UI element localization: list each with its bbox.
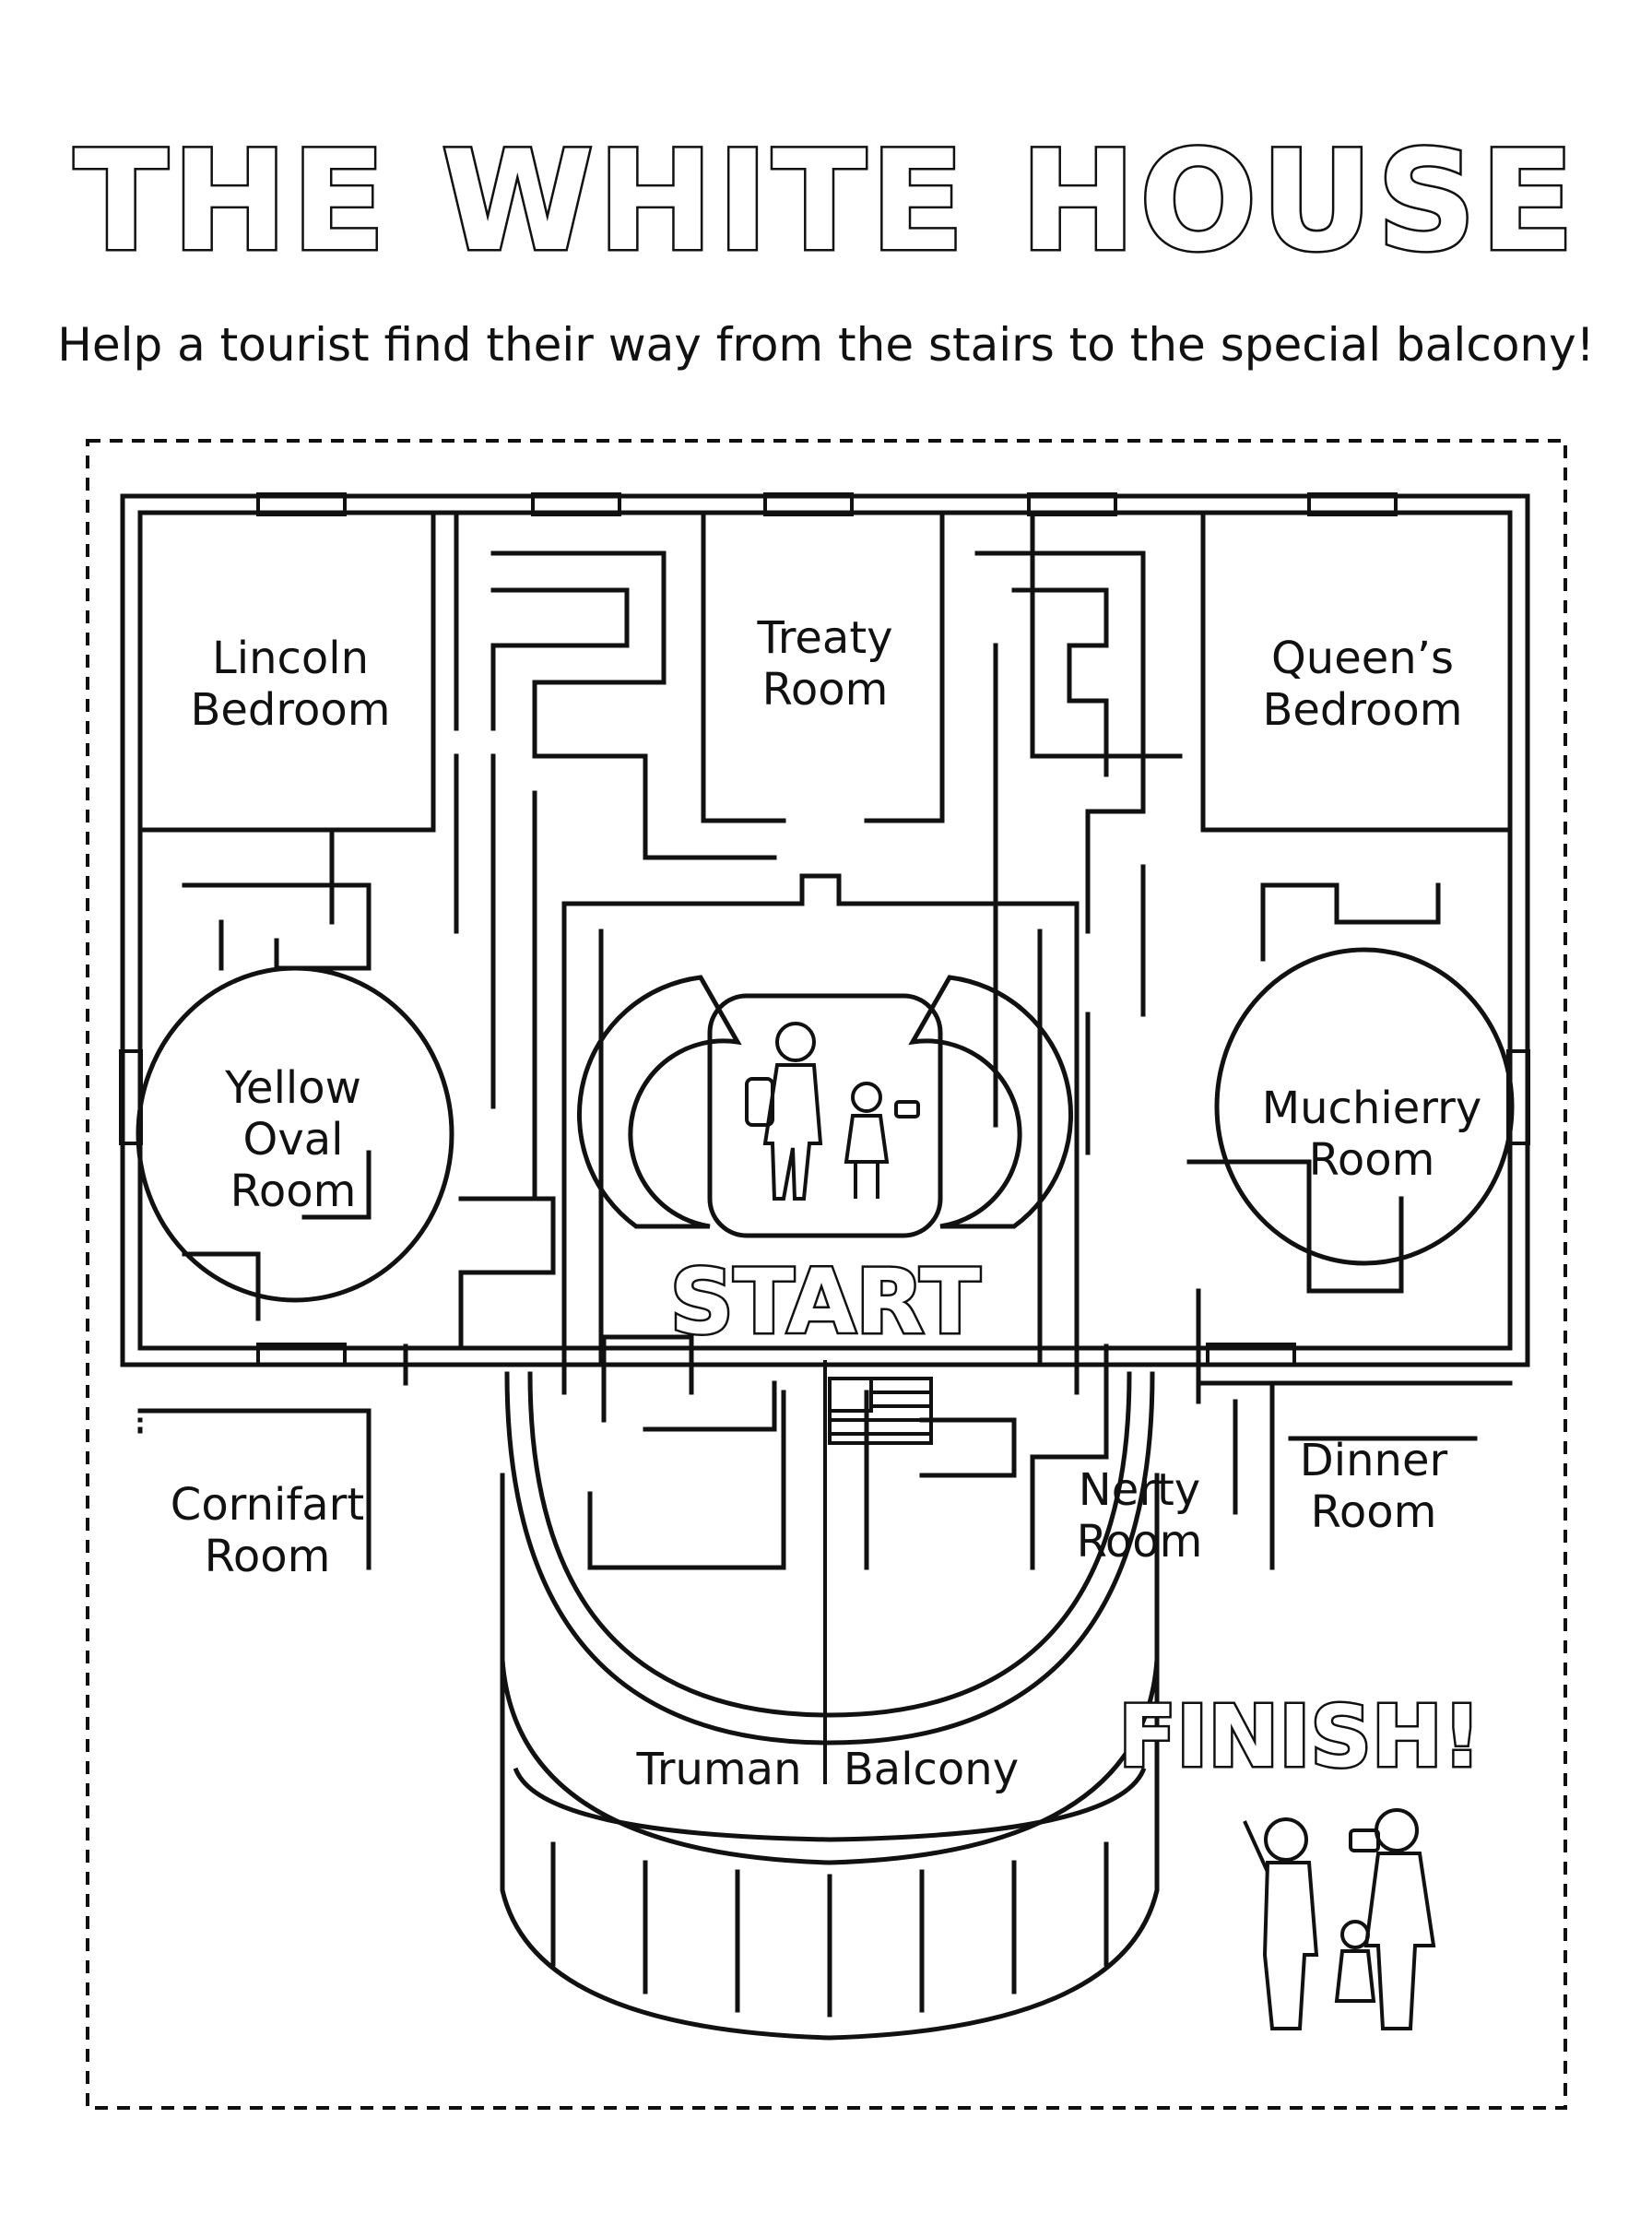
room-label-treaty-1: Treaty xyxy=(756,612,892,664)
room-label-yellow-1: Yellow xyxy=(224,1062,361,1114)
page-title: THE WHITE HOUSE xyxy=(72,120,1578,285)
room-label-truman: Truman xyxy=(635,1744,801,1795)
lower-room-walls xyxy=(137,1380,1513,1570)
room-label-lincoln-1: Lincoln xyxy=(212,633,369,684)
room-labels: Lincoln Bedroom Treaty Room Queen’s Bedr… xyxy=(171,612,1481,1795)
stair-hall xyxy=(561,873,1080,1395)
room-label-cornifart-1: Cornifart xyxy=(171,1479,364,1531)
oval-room-walls xyxy=(136,947,1515,1303)
room-label-queens-1: Queen’s xyxy=(1271,633,1454,684)
tourist-icon xyxy=(745,1022,920,1201)
room-label-nerty-1: Nerty xyxy=(1079,1464,1200,1516)
page-title-text: THE WHITE HOUSE xyxy=(74,122,1578,282)
room-label-dinner-2: Room xyxy=(1311,1486,1437,1538)
family-icon xyxy=(1243,1808,1436,2030)
room-label-balcony: Balcony xyxy=(844,1744,1019,1795)
flag-icon xyxy=(823,1360,933,1784)
room-label-lincoln-2: Bedroom xyxy=(190,684,390,736)
room-label-queens-2: Bedroom xyxy=(1262,684,1462,736)
room-label-muchierry-2: Room xyxy=(1309,1134,1435,1186)
room-label-yellow-2: Oval xyxy=(243,1114,344,1166)
balcony-structure xyxy=(500,1371,1160,2041)
staircase xyxy=(576,975,1074,1238)
room-label-nerty-2: Room xyxy=(1077,1516,1203,1568)
start-label: START xyxy=(670,1250,981,1354)
finish-label: FINISH! xyxy=(1118,1687,1481,1786)
maze-walls xyxy=(182,550,1478,1570)
room-label-yellow-3: Room xyxy=(230,1166,357,1217)
subtitle: Help a tourist find their way from the s… xyxy=(57,318,1595,372)
room-walls xyxy=(137,510,1513,1434)
room-label-dinner-1: Dinner xyxy=(1300,1435,1448,1486)
room-label-cornifart-2: Room xyxy=(205,1531,331,1582)
dashed-border xyxy=(86,439,1567,2110)
room-label-treaty-2: Room xyxy=(762,664,889,716)
room-label-muchierry-1: Muchierry xyxy=(1262,1083,1482,1134)
